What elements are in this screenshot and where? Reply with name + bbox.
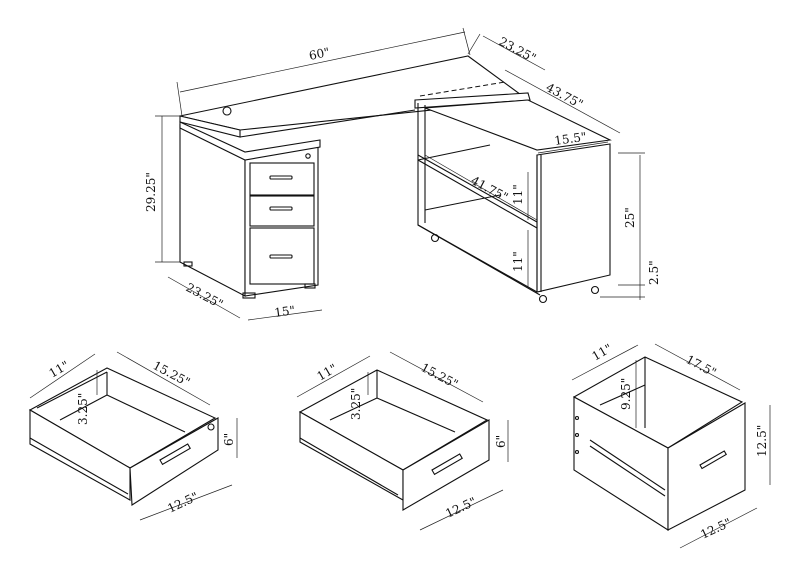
- drawer1-depth: 11": [47, 358, 72, 381]
- drawer2-front-width: 12.5": [443, 494, 478, 520]
- drawer2-depth: 11": [315, 361, 340, 384]
- drawer1-inner-height: 3.25": [76, 393, 90, 425]
- dim-return-length: 43.75": [544, 80, 586, 111]
- dim-return-depth: 23.25": [497, 34, 539, 65]
- dim-desk-height: 29.25": [144, 172, 158, 212]
- dim-cabinet-width: 15.5": [553, 130, 587, 148]
- drawer-1: 11" 15.25" 3.25" 6" 12.5": [28, 351, 238, 521]
- dim-lower-shelf: 11": [511, 251, 525, 272]
- l-shaped-desk: 60" 23.25" 43.75" 15.5" 41.75" 11" 11" 2…: [144, 27, 661, 321]
- dim-upper-shelf: 11": [511, 184, 525, 205]
- dim-return-height: 25": [623, 207, 637, 228]
- dim-caster-height: 2.5": [647, 260, 661, 285]
- drawer2-inner-height: 3.25": [349, 388, 363, 420]
- dim-desk-width: 60": [308, 45, 331, 63]
- drawer1-length: 15.25": [151, 358, 193, 389]
- drawer3-front-height: 12.5": [755, 425, 769, 457]
- drawer2-length: 15.25": [419, 360, 461, 391]
- drawer-2: 11" 15.25" 3.25" 6" 12.5": [296, 351, 509, 531]
- drawer-3: 11" 17.5" 9.25" 12.5" 12.5": [571, 341, 771, 549]
- drawer1-front-height: 6": [222, 433, 236, 446]
- drawer3-length: 17.5": [684, 352, 719, 380]
- drawer3-front-width: 12.5": [698, 515, 733, 541]
- drawer1-front-width: 12.5": [165, 489, 200, 515]
- dim-pedestal-depth: 23.25": [184, 280, 226, 311]
- drawer2-front-height: 6": [494, 435, 508, 448]
- drawer3-inner-height: 9.25": [619, 378, 633, 410]
- drawer3-depth: 11": [590, 341, 615, 364]
- dim-pedestal-width: 15": [273, 303, 296, 320]
